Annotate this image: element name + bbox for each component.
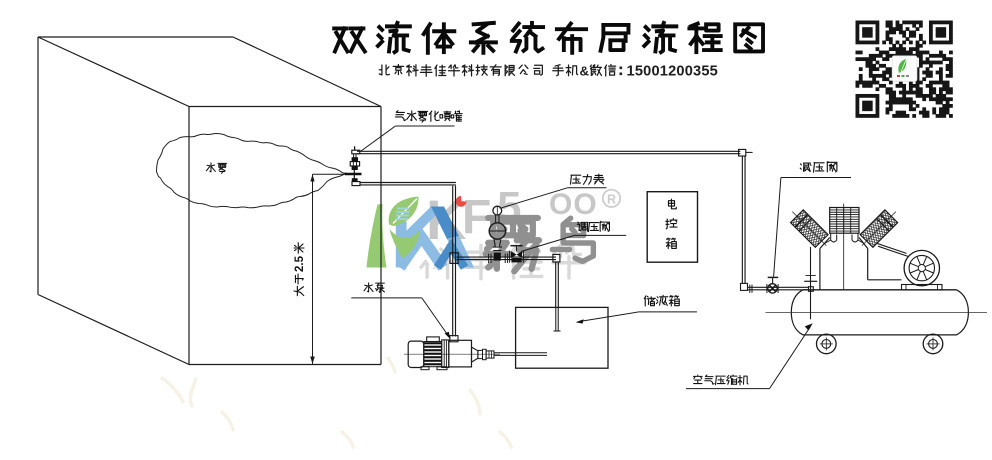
svg-text:R: R bbox=[607, 193, 616, 207]
svg-text:&: & bbox=[580, 63, 590, 78]
svg-text:2.5: 2.5 bbox=[294, 255, 306, 272]
svg-text:OO: OO bbox=[549, 188, 598, 221]
svg-text:15001200355: 15001200355 bbox=[627, 64, 718, 80]
